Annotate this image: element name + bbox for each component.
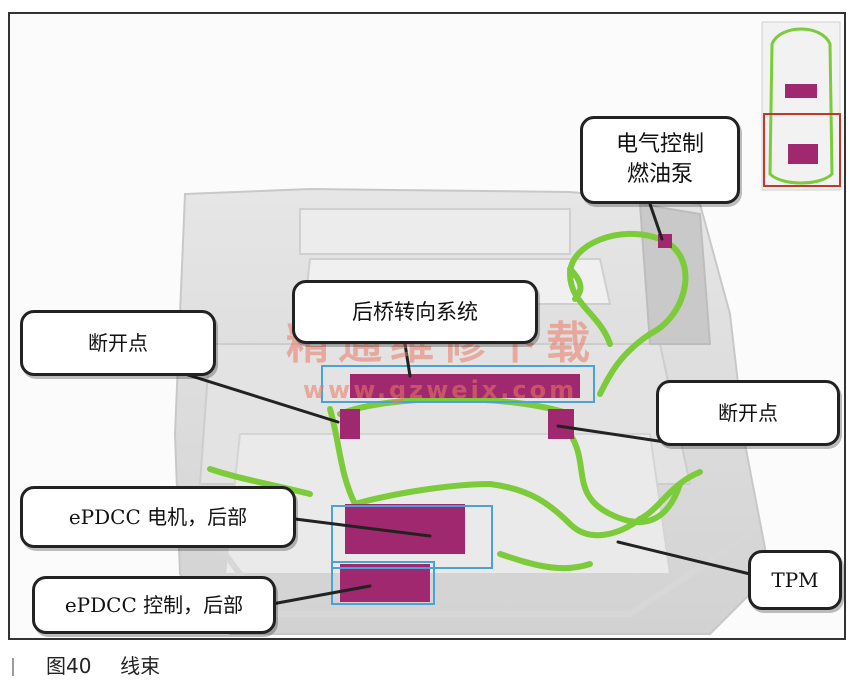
- callout-fuel-pump-label: 电气控制 燃油泵: [615, 132, 704, 187]
- caption-text: 图40 线束: [46, 652, 160, 680]
- callout-epdcc-control: ePDCC 控制，后部: [32, 576, 276, 634]
- figure-title: 线束: [120, 654, 161, 678]
- figure-frame: 精通维修下载 www.gzweix.com 电气控制 燃油泵 后桥转向系统 断开…: [8, 12, 846, 640]
- break-point-left-connector: [340, 409, 360, 439]
- highlight-boxes: [321, 365, 595, 605]
- rear-axle-steering-highlight: [321, 365, 595, 403]
- callout-break-point-right: 断开点: [656, 380, 840, 446]
- watermark-url: www.gzweix.com: [302, 376, 578, 404]
- leader-epdcc-motor: [293, 517, 432, 538]
- wiring-harness: [207, 230, 703, 572]
- callout-tpm-label: TPM: [771, 568, 819, 592]
- callout-tpm: TPM: [748, 550, 842, 610]
- rear-axle-steering-unit: [350, 374, 580, 398]
- callout-break-point-right-label: 断开点: [718, 401, 778, 425]
- epdcc-control-unit: [340, 564, 430, 602]
- break-point-right-connector: [548, 409, 574, 439]
- leader-fuel-pump: [648, 202, 664, 241]
- callout-break-point-left: 断开点: [20, 310, 216, 376]
- leader-epdcc-control: [270, 584, 372, 606]
- leader-rear-axle-steering: [403, 342, 412, 378]
- callout-fuel-pump: 电气控制 燃油泵: [580, 116, 740, 204]
- leader-lines: [183, 202, 752, 606]
- callout-rear-axle-steering-label: 后桥转向系统: [352, 300, 478, 324]
- callout-rear-axle-steering: 后桥转向系统: [292, 280, 538, 344]
- caption-marker: [12, 658, 14, 676]
- leader-break-point-left: [183, 372, 340, 424]
- figure-caption: 图40 线束: [0, 646, 856, 686]
- callout-break-point-left-label: 断开点: [88, 331, 148, 355]
- callout-epdcc-motor: ePDCC 电机，后部: [20, 486, 296, 548]
- callout-epdcc-control-label: ePDCC 控制，后部: [64, 593, 244, 617]
- vehicle-locator-thumbnail: [761, 21, 841, 191]
- locator-region-box: [763, 113, 841, 187]
- epdcc-control-highlight: [331, 561, 435, 605]
- leader-tpm: [616, 540, 752, 576]
- leader-break-point-right: [556, 424, 667, 444]
- harness-components: [340, 234, 672, 602]
- epdcc-motor-highlight: [331, 505, 493, 569]
- figure-number: 图40: [46, 654, 92, 678]
- callout-epdcc-motor-label: ePDCC 电机，后部: [68, 505, 248, 529]
